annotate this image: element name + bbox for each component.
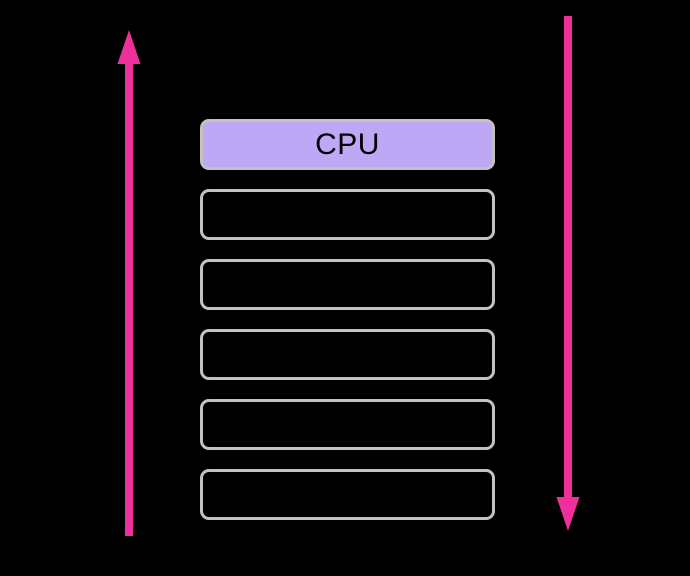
right-down-arrow-shaft (564, 16, 572, 497)
slot-3[interactable] (200, 329, 495, 380)
right-down-arrow (556, 16, 580, 531)
slot-0-cpu[interactable]: CPU (200, 119, 495, 170)
slot-2[interactable] (200, 259, 495, 310)
slot-0-label: CPU (315, 127, 380, 161)
slot-5[interactable] (200, 469, 495, 520)
left-up-arrow-head (117, 30, 141, 64)
slot-4[interactable] (200, 399, 495, 450)
left-up-arrow-shaft (125, 60, 133, 536)
slot-stack: CPU (200, 119, 495, 520)
right-down-arrow-head (556, 497, 580, 531)
left-up-arrow (117, 30, 141, 536)
slot-1[interactable] (200, 189, 495, 240)
